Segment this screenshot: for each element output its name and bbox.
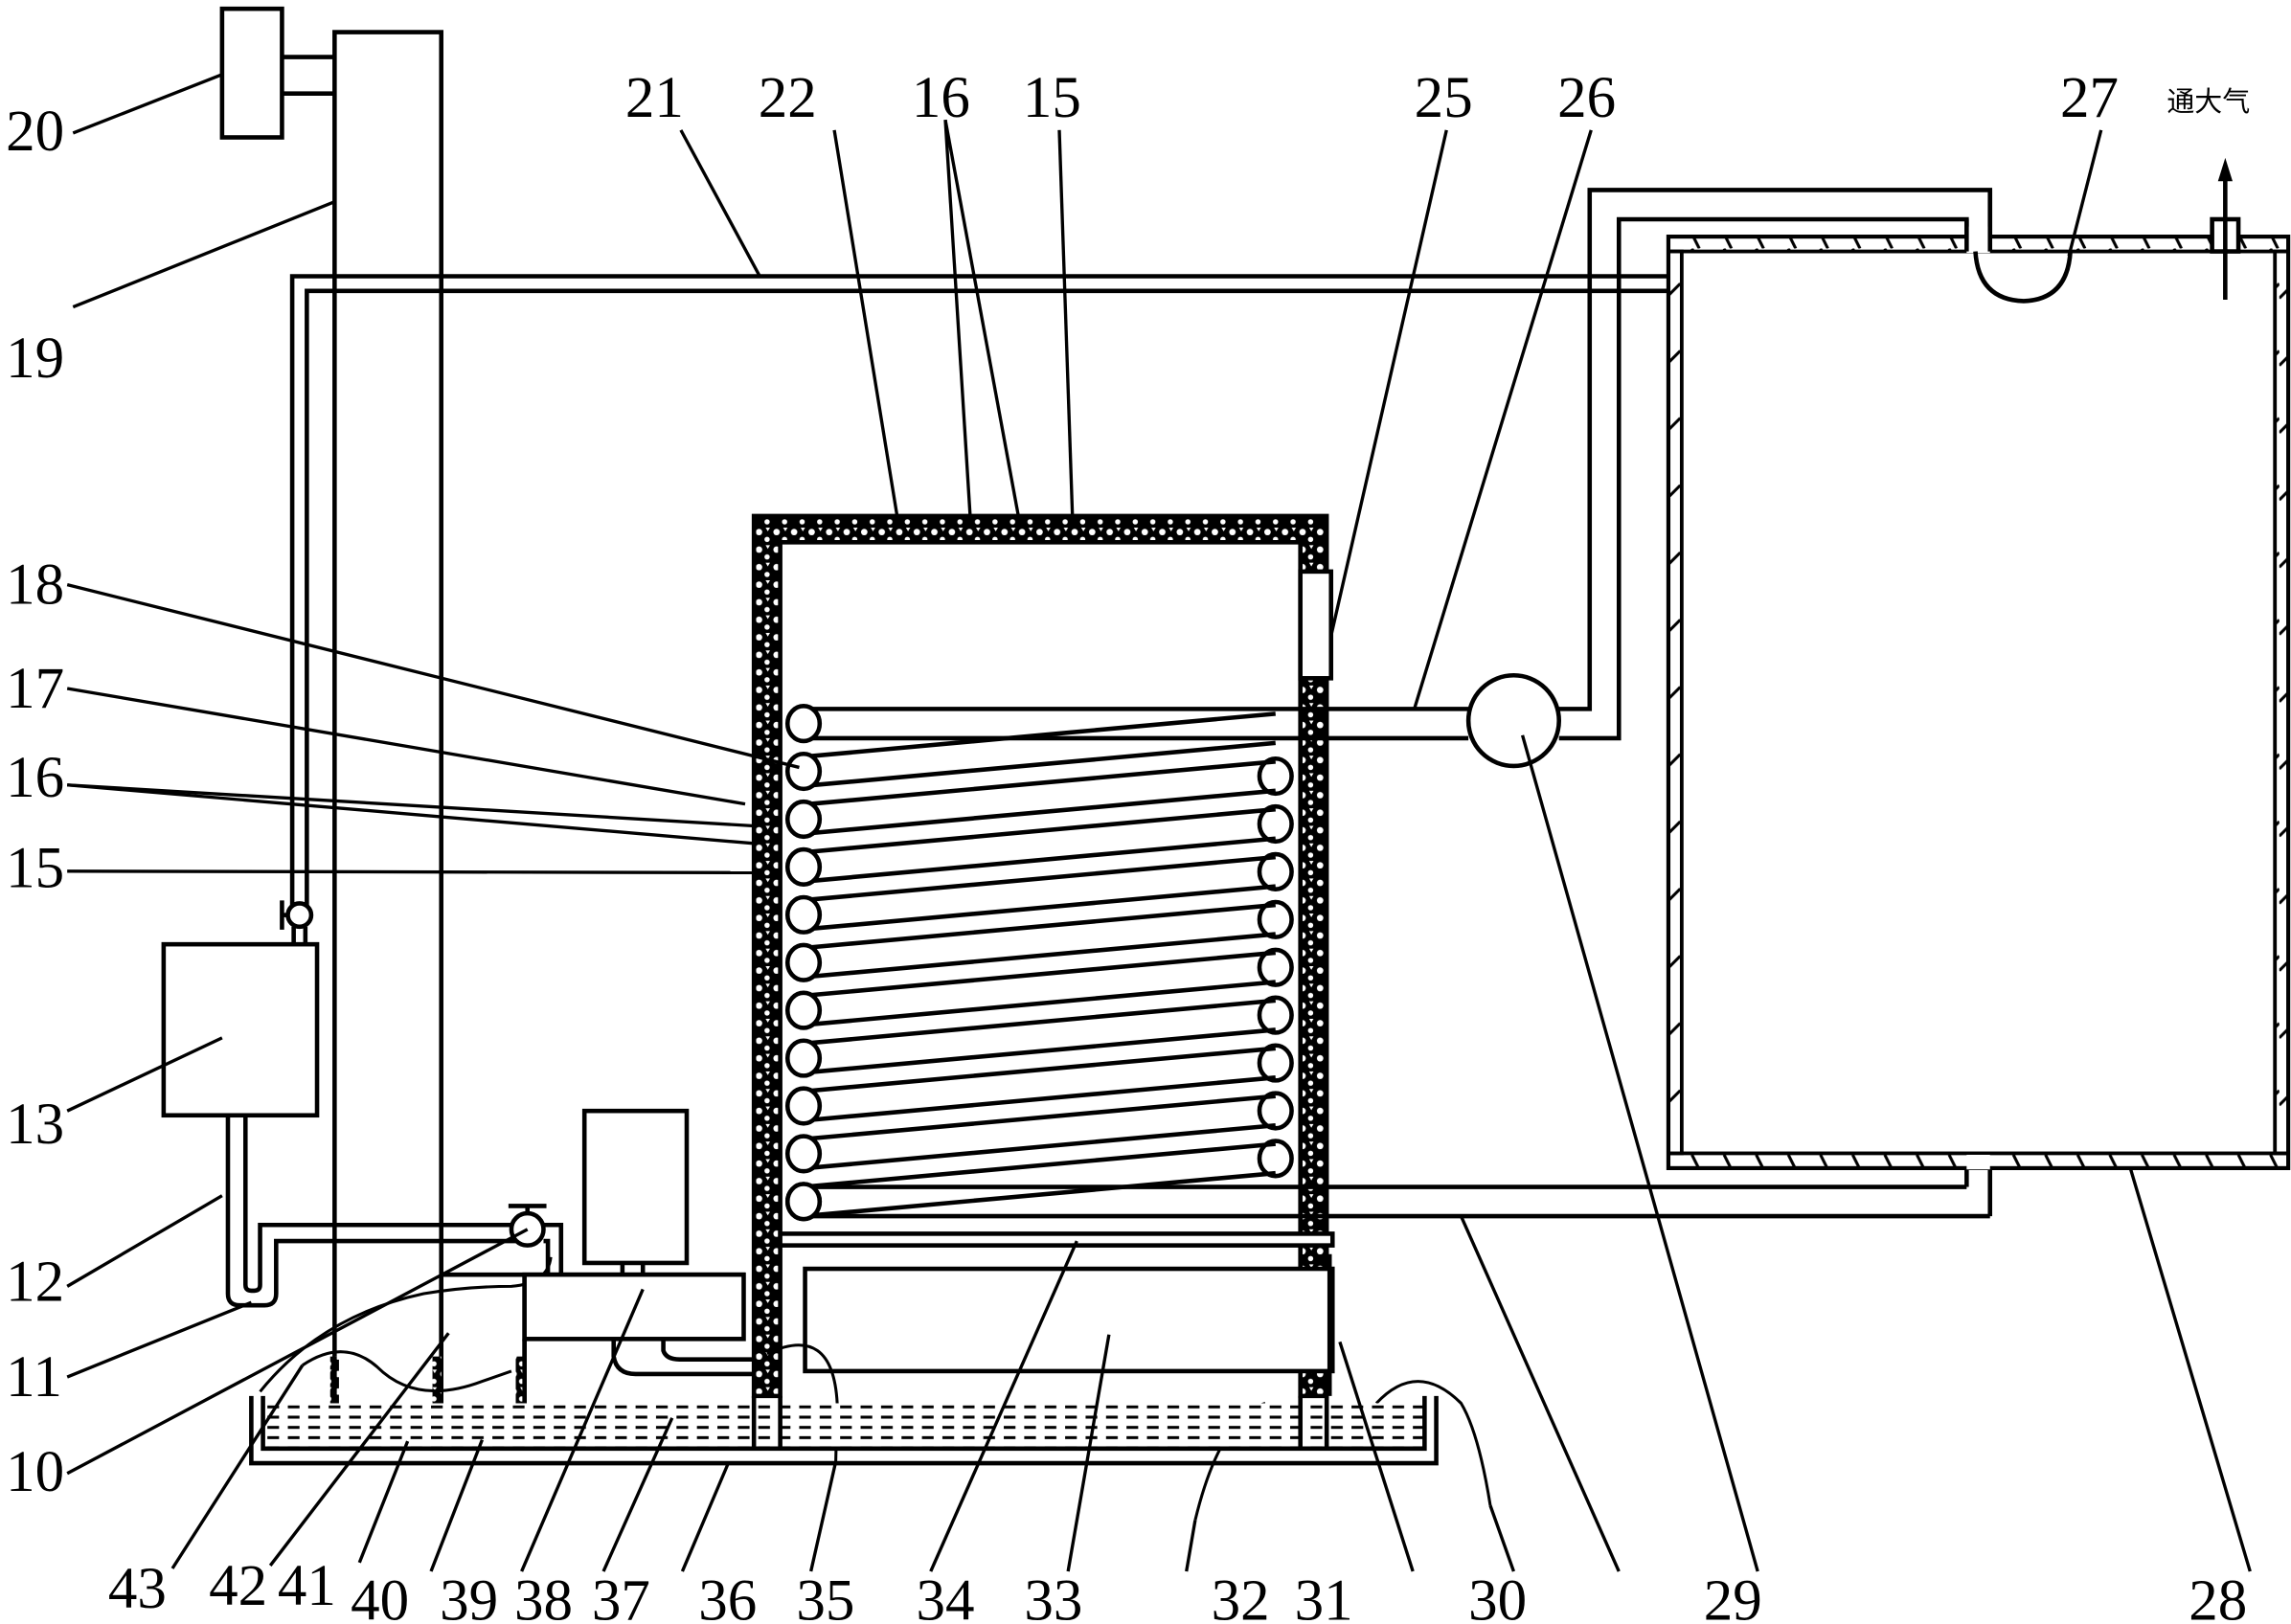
coil-end-right	[1257, 1043, 1294, 1083]
coil-turn	[803, 1094, 1276, 1171]
coil-end-right	[1257, 1139, 1294, 1179]
valve-10	[508, 1204, 564, 1275]
coil-end-left	[784, 751, 823, 792]
coil-end-left	[784, 990, 823, 1030]
fan-unit	[219, 6, 335, 140]
coil-turn	[803, 1141, 1276, 1219]
float-27	[1973, 251, 2073, 304]
coil-turn	[803, 854, 1276, 932]
vent-outlet	[2210, 157, 2241, 300]
vent-annotation: 通大气	[2166, 85, 2250, 118]
part-labels: 20 19 21 22 16 15 25 26 27 18 17 16 15 1…	[6, 66, 2247, 1624]
label-34: 34	[916, 1568, 974, 1624]
label-15-top: 15	[1023, 66, 1081, 130]
coil-end-right	[1257, 756, 1294, 797]
label-40: 40	[351, 1568, 409, 1624]
label-41: 41	[278, 1554, 336, 1618]
coil-turn	[803, 759, 1276, 837]
label-29: 29	[1704, 1568, 1762, 1624]
label-13: 13	[6, 1093, 64, 1157]
insulated-vessel	[751, 513, 1334, 1399]
partition-plate-35	[778, 1231, 1335, 1248]
heater-box-34	[803, 1266, 1335, 1374]
wire-31	[1374, 1380, 1492, 1506]
label-22: 22	[759, 66, 817, 130]
coil-end-left	[784, 846, 823, 888]
circulation-pump-29	[1465, 672, 1562, 769]
coil-end-left	[784, 799, 823, 840]
label-32: 32	[1212, 1568, 1270, 1624]
coil-end-left	[784, 1086, 823, 1126]
label-17: 17	[6, 657, 64, 721]
coil-turn	[803, 902, 1276, 980]
label-36: 36	[698, 1568, 757, 1624]
label-10: 10	[6, 1440, 64, 1504]
wire-36	[766, 1343, 839, 1462]
coil-end-right	[1257, 947, 1294, 987]
storage-tank-28	[1666, 190, 2291, 1171]
label-42: 42	[209, 1554, 267, 1618]
label-16-top: 16	[912, 66, 970, 130]
coil-end-right	[1257, 995, 1294, 1035]
coil-end-right	[1257, 803, 1294, 845]
label-21: 21	[625, 66, 684, 130]
label-27: 27	[2060, 66, 2119, 130]
label-15-left: 15	[6, 837, 64, 901]
label-11: 11	[6, 1345, 62, 1410]
coil-end-left	[784, 1134, 823, 1174]
label-18: 18	[6, 553, 64, 617]
pipe-26	[784, 704, 1469, 744]
tank-13	[161, 941, 320, 1118]
coil-end-left	[784, 1038, 823, 1078]
label-20: 20	[6, 100, 64, 164]
pipe-21	[289, 274, 1678, 907]
label-25: 25	[1415, 66, 1473, 130]
pipe-30	[784, 1164, 1993, 1222]
u-tube	[225, 1115, 525, 1308]
water-tray	[249, 1395, 1439, 1466]
label-26: 26	[1557, 66, 1616, 130]
coil-end-left	[784, 942, 823, 982]
coil-turn	[803, 1046, 1276, 1123]
label-39: 39	[440, 1568, 498, 1624]
leader-lines	[66, 73, 2252, 1572]
coil-end-left	[784, 894, 823, 935]
label-35: 35	[796, 1568, 854, 1624]
label-16-left: 16	[6, 746, 64, 810]
motor	[581, 1108, 690, 1275]
coil-end-right	[1257, 851, 1294, 891]
label-38: 38	[514, 1568, 573, 1624]
label-30: 30	[1468, 1568, 1527, 1624]
label-37: 37	[592, 1568, 650, 1624]
coil-turn	[803, 711, 1276, 789]
label-28: 28	[2189, 1568, 2247, 1624]
coil-turn	[803, 806, 1276, 884]
label-19: 19	[6, 327, 64, 391]
label-33: 33	[1024, 1568, 1082, 1624]
coil-end-right	[1257, 899, 1294, 939]
coil-end-right	[1257, 1091, 1294, 1131]
heat-exchange-coil	[784, 711, 1294, 1222]
coil-turn	[803, 950, 1276, 1027]
label-43: 43	[108, 1557, 167, 1621]
label-31: 31	[1295, 1568, 1353, 1624]
coil-turn	[803, 998, 1276, 1075]
valve-icon	[280, 900, 314, 945]
label-12: 12	[6, 1251, 64, 1315]
